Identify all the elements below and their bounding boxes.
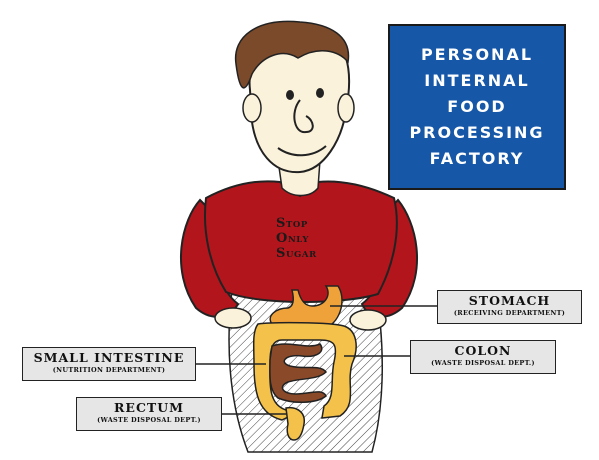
title-line: FOOD	[447, 97, 507, 116]
title-line: PROCESSING	[409, 123, 545, 142]
small-intestine-organ	[269, 343, 327, 403]
shirt	[204, 180, 398, 303]
small-intestine-label-dept: (NUTRITION DEPARTMENT)	[52, 366, 166, 374]
shirt-text-line-1: STOP	[276, 216, 308, 231]
shirt-text-line-2: ONLY	[276, 231, 310, 246]
rectum-organ	[285, 406, 305, 441]
stomach-label-dept: (RECEIVING DEPARTMENT)	[453, 309, 566, 317]
colon-label-name: COLON	[454, 343, 512, 358]
small-intestine-label: SMALL INTESTINE (NUTRITION DEPARTMENT)	[22, 347, 196, 381]
nose	[293, 99, 314, 134]
colon-label-dept: (WASTE DISPOSAL DEPT.)	[431, 359, 535, 367]
small-intestine-label-name: SMALL INTESTINE	[33, 350, 185, 365]
rectum-label-name: RECTUM	[114, 400, 184, 415]
mouth	[277, 145, 327, 157]
left-hand	[214, 307, 252, 329]
title-line: FACTORY	[429, 149, 525, 168]
shirt-text-line-3: SUGAR	[276, 246, 317, 261]
colon-label: COLON (WASTE DISPOSAL DEPT.)	[410, 340, 556, 374]
left-eye	[286, 90, 294, 100]
title-line: INTERNAL	[424, 71, 530, 90]
title-line: PERSONAL	[420, 45, 534, 64]
right-ear	[337, 93, 355, 123]
title-box: PERSONAL INTERNAL FOOD PROCESSING FACTOR…	[388, 24, 566, 190]
left-ear	[242, 93, 262, 123]
stomach-label: STOMACH (RECEIVING DEPARTMENT)	[437, 290, 582, 324]
rectum-label-dept: (WASTE DISPOSAL DEPT.)	[97, 416, 201, 424]
colon-organ	[252, 321, 357, 421]
right-hand	[349, 309, 387, 331]
rectum-label: RECTUM (WASTE DISPOSAL DEPT.)	[76, 397, 222, 431]
right-eye	[316, 88, 324, 98]
hair	[234, 20, 350, 89]
stomach-label-name: STOMACH	[468, 293, 551, 308]
